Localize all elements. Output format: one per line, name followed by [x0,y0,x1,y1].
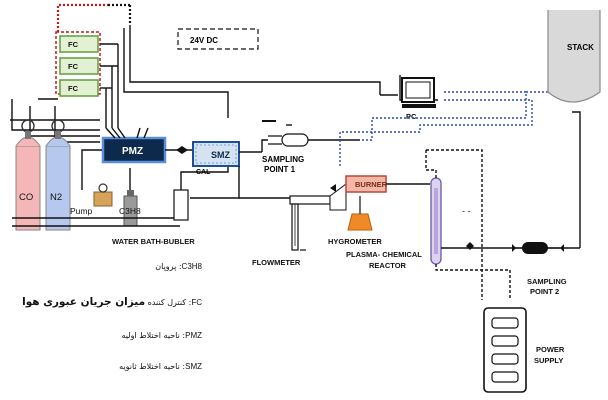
legend-text-fc: کنترل کننده [147,298,187,307]
legend-key-smz: SMZ [185,362,202,371]
fc-label-1: FC [68,40,79,49]
legend-pmz: PMZ: ناحیه اختلاط اولیه [121,331,202,340]
power-wiring [56,3,132,32]
smz-mixer: SMZ [190,141,300,199]
reactor-dash: - - [462,206,471,216]
power-supply-label-a: POWER [536,345,565,354]
sampling-point-1-label-a: SAMPLING [262,155,304,164]
fc-label-2: FC [68,62,79,71]
legend-smz: SMZ: ناحیه اختلاط ثانویه [119,362,202,371]
n2-cylinder: N2 [45,119,71,231]
fc-label-3: FC [68,84,79,93]
pump-label: Pump [70,206,92,216]
stack-label: STACK [567,43,594,52]
power-24v-label: 24V DC [190,36,218,45]
hygrometer-label: HYGROMETER [328,237,382,246]
pc-computer: PC [399,75,438,121]
sampling-point-2-label-a: SAMPLING [527,277,567,286]
pmz-label: PMZ [122,146,143,157]
power-supply: POWER SUPPLY [483,307,565,393]
sampling-point-1-label-b: POINT 1 [264,165,296,174]
valve-1 [176,146,188,154]
fc-box-2 [59,57,99,75]
pc-label: PC [406,112,417,121]
sampling-point-2: SAMPLING POINT 2 [441,242,580,296]
water-bath-label: WATER BATH-BUBLER [112,237,195,246]
stack: STACK [547,10,601,248]
burner-flowmeter: BURNER FLOWMETER [252,175,430,267]
co-label: CO [19,192,33,203]
flowmeter-label: FLOWMETER [252,258,301,267]
co-cylinder: CO [15,119,41,231]
sampling-point-1: SAMPLING POINT 1 [261,120,360,174]
legend-key-pmz: PMZ [185,331,202,340]
power-24v-box [177,28,259,50]
fc-box-1 [59,35,99,53]
legend-text-smz: ناحیه اختلاط ثانویه [119,362,180,371]
power-supply-label-b: SUPPLY [534,356,563,365]
signal-lines [339,91,560,168]
pmz-mixer: PMZ [81,127,192,190]
sampling-point-2-label-b: POINT 2 [530,287,559,296]
smz-label: SMZ [211,150,231,160]
plasma-reactor: - - PLASMA- CHEMICAL REACTOR [346,149,511,300]
fc-box-3 [59,79,99,97]
reactor-label-a: PLASMA- CHEMICAL [346,250,422,259]
cal-label: CAL [196,169,211,176]
control-wiring [100,25,398,128]
legend-text-c3h8: پروپان [155,262,177,271]
legend-key-c3h8: C3H8 [181,262,202,271]
fc-controllers: FC FC FC [55,31,101,97]
legend-c3h8: C3H8: پروپان [155,262,202,271]
legend-text-pmz: ناحیه اختلاط اولیه [121,331,180,340]
legend-key-fc: FC [191,298,202,307]
burner-label: BURNER [355,180,388,189]
legend-text-fc-emphasis: میزان جریان عبوری هوا [22,296,146,308]
c3h8-label: C3H8 [119,206,141,216]
hygrometer: HYGROMETER [328,196,382,246]
legend-fc: FC: کنترل کننده میزان جریان عبوری هوا [22,296,202,308]
reactor-label-b: REACTOR [369,261,407,270]
n2-label: N2 [50,192,62,203]
